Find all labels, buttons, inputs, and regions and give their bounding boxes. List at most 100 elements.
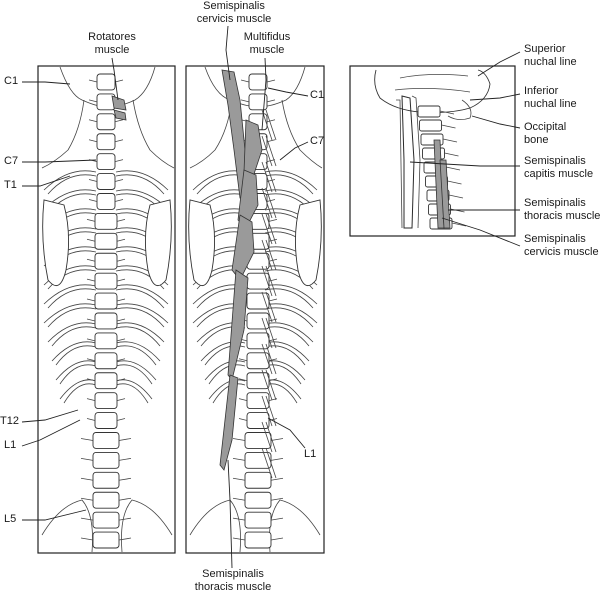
- spinous-process: [447, 180, 462, 185]
- rib-right: [115, 303, 169, 324]
- vertebra-process-right: [114, 119, 124, 123]
- rib-left: [51, 341, 97, 362]
- leader-inferior-nuchal-line: [469, 93, 521, 101]
- vertebra-process-left: [88, 79, 98, 83]
- vertebra-process-left: [86, 238, 96, 242]
- vertebra-process-left: [80, 477, 94, 481]
- leader-l1-left: [21, 419, 81, 447]
- rib-right: [264, 284, 318, 305]
- multifidus-strand: [265, 109, 277, 141]
- leader-l5-left: [22, 509, 87, 521]
- vertebra-process-left: [80, 438, 94, 441]
- vertebra-process-right: [266, 199, 276, 202]
- multifidus-strand: [261, 369, 273, 401]
- rib-right-inner: [115, 326, 161, 347]
- vertebra-process-left: [88, 139, 98, 143]
- vertebra-process-right: [114, 159, 124, 163]
- rib-left: [55, 360, 97, 381]
- semispinalis-thoracis-lower: [219, 374, 239, 471]
- vertebra-process-left: [88, 199, 98, 202]
- rib-left: [43, 170, 97, 191]
- vertebra-process-left: [80, 457, 94, 461]
- vertebra-process-left: [80, 537, 94, 541]
- vertebra-process-left: [86, 318, 96, 322]
- multifidus-strand: [261, 395, 273, 427]
- rib-right-inner: [264, 174, 314, 195]
- vertebra-process-left: [86, 298, 96, 302]
- vertebra: [92, 432, 120, 449]
- leader-c1-left: [22, 81, 71, 85]
- vertebra-process-right: [116, 418, 126, 421]
- vertebra-process-left: [88, 99, 98, 103]
- left-scapula-left: [42, 199, 70, 287]
- vertebra-process-left: [232, 438, 246, 441]
- vertebra-process-right: [114, 79, 124, 83]
- vertebra: [244, 491, 272, 509]
- vertebra-process-right: [116, 398, 126, 402]
- rib-left: [47, 322, 97, 343]
- left-scapula-right: [144, 199, 172, 287]
- multifidus-strand: [261, 265, 273, 297]
- vertebra-process-right: [270, 438, 284, 441]
- rib-right-inner: [115, 307, 165, 328]
- spinous-process: [439, 110, 455, 115]
- vertebra-process-left: [86, 278, 96, 282]
- multifidus-strand: [261, 161, 273, 193]
- vertebra: [244, 451, 272, 469]
- vertebra: [96, 193, 116, 210]
- label-l5-left: L5: [4, 513, 17, 525]
- multifidus-strand: [265, 161, 277, 193]
- vertebra-process-left: [86, 218, 96, 222]
- vertebra: [244, 531, 272, 549]
- vertebra-process-right: [268, 298, 278, 302]
- vertebra-process-right: [118, 497, 132, 501]
- vertebra-process-left: [88, 119, 98, 123]
- multifidus-strand: [261, 317, 273, 349]
- multifidus-strand: [261, 343, 273, 375]
- label-l1-mid: L1: [304, 448, 317, 460]
- middle-scapula-left: [188, 199, 216, 287]
- vertebra-process-right: [268, 278, 278, 282]
- vertebra-process-left: [232, 457, 246, 461]
- rib-left-inner: [204, 345, 246, 366]
- rib-left: [208, 379, 246, 400]
- vertebra: [96, 153, 116, 171]
- vertebra-process-right: [116, 238, 126, 242]
- rib-right: [115, 284, 169, 305]
- vertebra-process-left: [86, 378, 96, 382]
- rib-right: [115, 341, 161, 362]
- rib-left: [204, 360, 246, 381]
- cervical-vertebra: [419, 119, 442, 132]
- vertebra-process-right: [116, 278, 126, 282]
- rib-left-inner: [51, 326, 97, 347]
- rib-left: [43, 265, 97, 286]
- vertebra: [96, 133, 116, 151]
- vertebra-process-right: [118, 517, 132, 521]
- leader-multifidus: [261, 57, 267, 131]
- multifidus-strand: [261, 135, 273, 167]
- vertebra-process-right: [268, 218, 278, 222]
- vertebra-process-left: [86, 418, 96, 421]
- multifidus-strand: [265, 239, 277, 271]
- vertebra-process-right: [116, 358, 126, 362]
- vertebra: [246, 332, 270, 350]
- leader-semispinalis-cervicis-top: [225, 25, 231, 81]
- vertebra-process-left: [238, 398, 248, 402]
- rib-right: [264, 170, 318, 191]
- rib-left-inner: [208, 364, 246, 385]
- rib-right-inner: [115, 174, 165, 195]
- vertebra: [244, 432, 272, 449]
- vertebra-process-right: [118, 477, 132, 481]
- semispinalis-thoracis-right-shape: [439, 159, 451, 229]
- vertebra: [92, 451, 120, 469]
- vertebra-process-left: [232, 517, 246, 521]
- multifidus-strands: [261, 109, 277, 479]
- vertebra: [246, 412, 270, 429]
- vertebra: [92, 531, 120, 549]
- vertebra-process-left: [232, 537, 246, 541]
